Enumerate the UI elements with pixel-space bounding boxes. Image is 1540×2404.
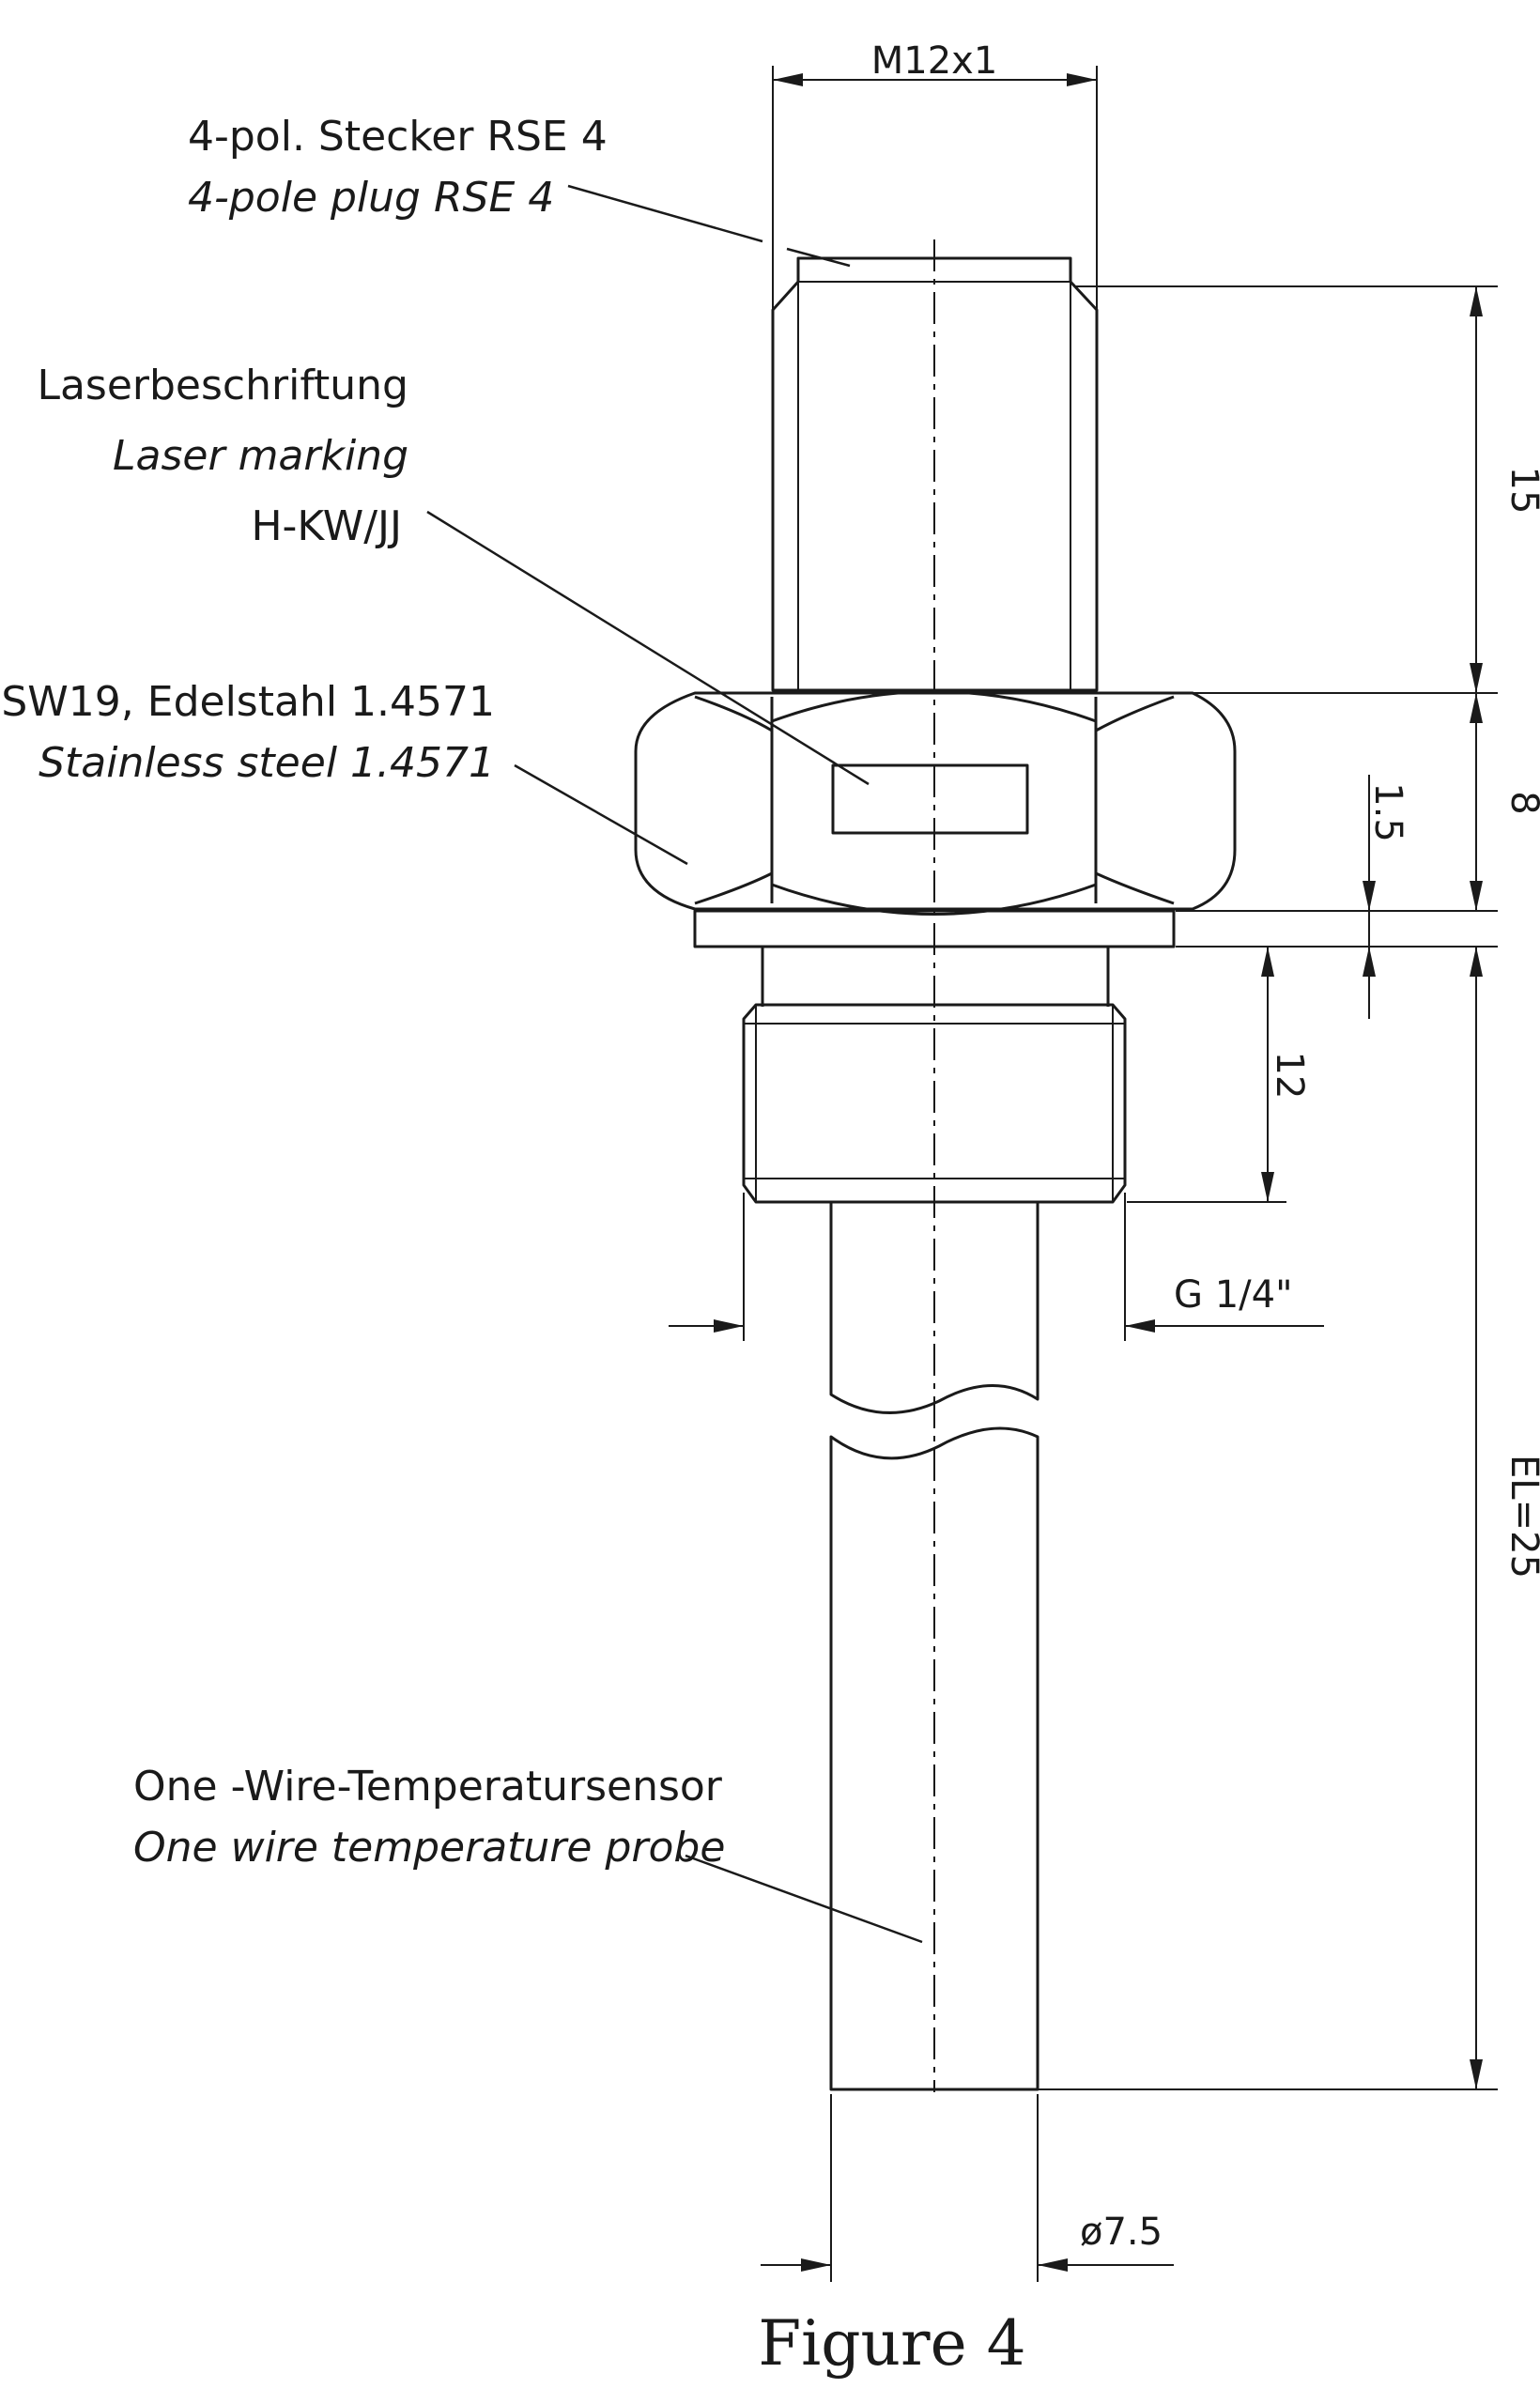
dim-probe-diameter: ø7.5	[1080, 2211, 1163, 2254]
label-laser-de: Laserbeschriftung	[37, 362, 408, 409]
probe-tube-lower	[829, 1426, 1040, 2091]
dimensions: M12x1 15 8 1.5 12 EL=25	[669, 39, 1540, 2282]
probe-tube-upper	[829, 1202, 1040, 1414]
dim-thread-length: 12	[1268, 1052, 1311, 1100]
dim-hex-height: 8	[1502, 791, 1540, 814]
label-hex-en: Stainless steel 1.4571	[38, 739, 495, 787]
leader-plug	[567, 184, 763, 243]
label-laser-en: Laser marking	[113, 432, 408, 480]
hex-nut	[634, 691, 1237, 911]
label-probe-en: One wire temperature probe	[133, 1824, 725, 1872]
dim-washer: 1.5	[1366, 782, 1409, 842]
sensor-body	[634, 239, 1237, 2092]
dim-process-thread: G 1/4"	[1174, 1273, 1292, 1317]
label-plug-en: 4-pole plug RSE 4	[188, 174, 554, 222]
dim-thread-top: M12x1	[871, 39, 998, 83]
label-plug-de: 4-pol. Stecker RSE 4	[188, 113, 608, 161]
callouts: 4-pol. Stecker RSE 4 4-pole plug RSE 4 L…	[1, 113, 923, 1944]
figure-caption: Figure 4	[758, 2307, 1025, 2380]
label-laser-code: H-KW/JJ	[251, 502, 402, 550]
leader-probe	[685, 1854, 923, 1944]
dim-insertion-length: EL=25	[1502, 1455, 1540, 1579]
leader-hex	[514, 763, 688, 866]
leader-laser	[426, 510, 870, 786]
laser-marking-window	[831, 763, 1029, 835]
plug-connector	[771, 256, 1099, 692]
dim-plug-length: 15	[1502, 467, 1540, 515]
label-probe-de: One -Wire-Temperatursensor	[133, 1763, 723, 1811]
label-hex-de: SW19, Edelstahl 1.4571	[1, 678, 495, 726]
